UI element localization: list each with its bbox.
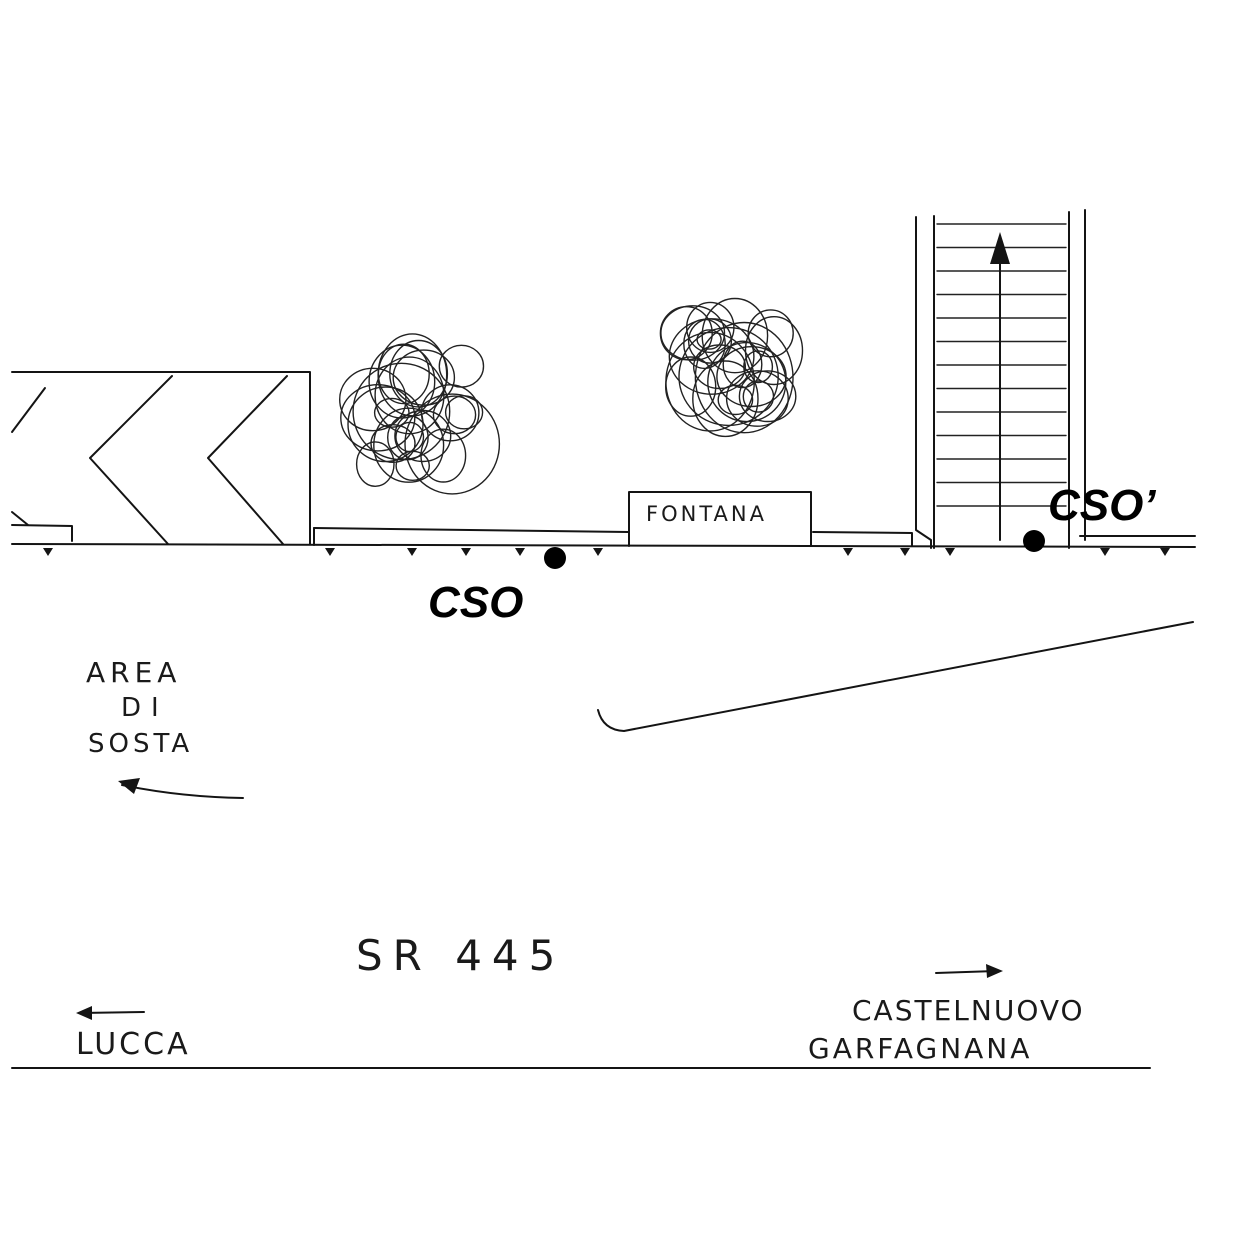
curb-tick xyxy=(593,548,603,556)
tree-scribble xyxy=(687,318,733,364)
curb-tick xyxy=(515,548,525,556)
curb-tick xyxy=(407,548,417,556)
tree-scribble xyxy=(693,344,747,390)
tree-icon xyxy=(659,297,804,438)
tree-icon xyxy=(338,333,501,495)
curb-tick xyxy=(461,548,471,556)
direction-castelnuovo: CASTELNUOVO GARFAGNANA xyxy=(808,964,1085,1065)
tree-scribble xyxy=(692,360,759,438)
curb-tick xyxy=(1160,548,1170,556)
road-lane-curve xyxy=(597,621,1194,732)
fountain: FONTANA xyxy=(628,491,812,547)
tree-scribble xyxy=(660,305,726,361)
right-arrow-icon xyxy=(935,970,997,974)
rest-area-arrow-icon xyxy=(121,784,244,799)
rest-area-line-3: SOSTA xyxy=(88,729,193,759)
rest-area-line-1: AREA xyxy=(86,656,181,689)
stair-arrow-icon xyxy=(990,232,1010,264)
tree-scribble xyxy=(742,380,775,413)
tree-scribble xyxy=(420,428,467,483)
tree-scribble xyxy=(707,341,787,423)
dest-lucca: LUCCA xyxy=(76,1027,191,1062)
tree-scribble xyxy=(432,395,477,435)
direction-lucca: LUCCA xyxy=(76,1006,191,1062)
tree-scribble xyxy=(678,326,779,427)
tree-scribble xyxy=(744,316,804,386)
curb-tick xyxy=(325,548,335,556)
tree-scribble xyxy=(701,297,769,374)
curb-tick xyxy=(945,548,955,556)
dest-castelnuovo-line-2: GARFAGNANA xyxy=(808,1032,1032,1065)
cso-prime-marker-icon xyxy=(1023,530,1045,552)
tree-scribble xyxy=(352,362,451,461)
sidewalk-curb xyxy=(313,527,913,547)
tree-scribble xyxy=(377,333,448,417)
tree-scribble xyxy=(373,397,410,428)
tree-scribble xyxy=(355,441,395,487)
stair-steps xyxy=(936,223,1067,507)
cso-marker-icon xyxy=(544,547,566,569)
curb-tick xyxy=(843,548,853,556)
rest-area-note: AREA DI SOSTA xyxy=(86,656,244,799)
tree-scribble xyxy=(717,384,754,416)
curb-tick xyxy=(1100,548,1110,556)
tree-scribble xyxy=(340,383,416,452)
tree-scribble xyxy=(738,370,797,423)
road-name: SR 445 xyxy=(356,931,565,980)
tree-scribble xyxy=(725,370,789,427)
tree-scribble xyxy=(368,344,436,419)
curb-ticks xyxy=(43,548,1170,556)
tree-scribble xyxy=(694,321,794,434)
tree-scribble xyxy=(438,344,485,388)
staircase xyxy=(915,209,1086,549)
cso-label: CSO xyxy=(428,578,523,627)
tree-scribble xyxy=(392,349,456,406)
tree-scribble xyxy=(338,367,407,432)
fountain-label: FONTANA xyxy=(646,502,767,526)
tree-scribble xyxy=(665,356,717,417)
rest-area-line-2: DI xyxy=(121,693,169,723)
tree-scribble xyxy=(686,301,735,354)
tree-scribble xyxy=(747,309,794,358)
tree-scribble xyxy=(722,340,763,389)
curb-tick xyxy=(900,548,910,556)
cso-prime-label: CSO’ xyxy=(1048,481,1156,530)
tree-scribble xyxy=(395,450,431,481)
dest-castelnuovo-line-1: CASTELNUOVO xyxy=(852,994,1085,1027)
tree-scribble xyxy=(696,329,722,350)
tree-scribble xyxy=(395,421,425,453)
curb-tick xyxy=(43,548,53,556)
tree-scribble xyxy=(743,350,774,384)
left-structure xyxy=(11,371,1196,548)
tree-scribble xyxy=(404,393,501,495)
